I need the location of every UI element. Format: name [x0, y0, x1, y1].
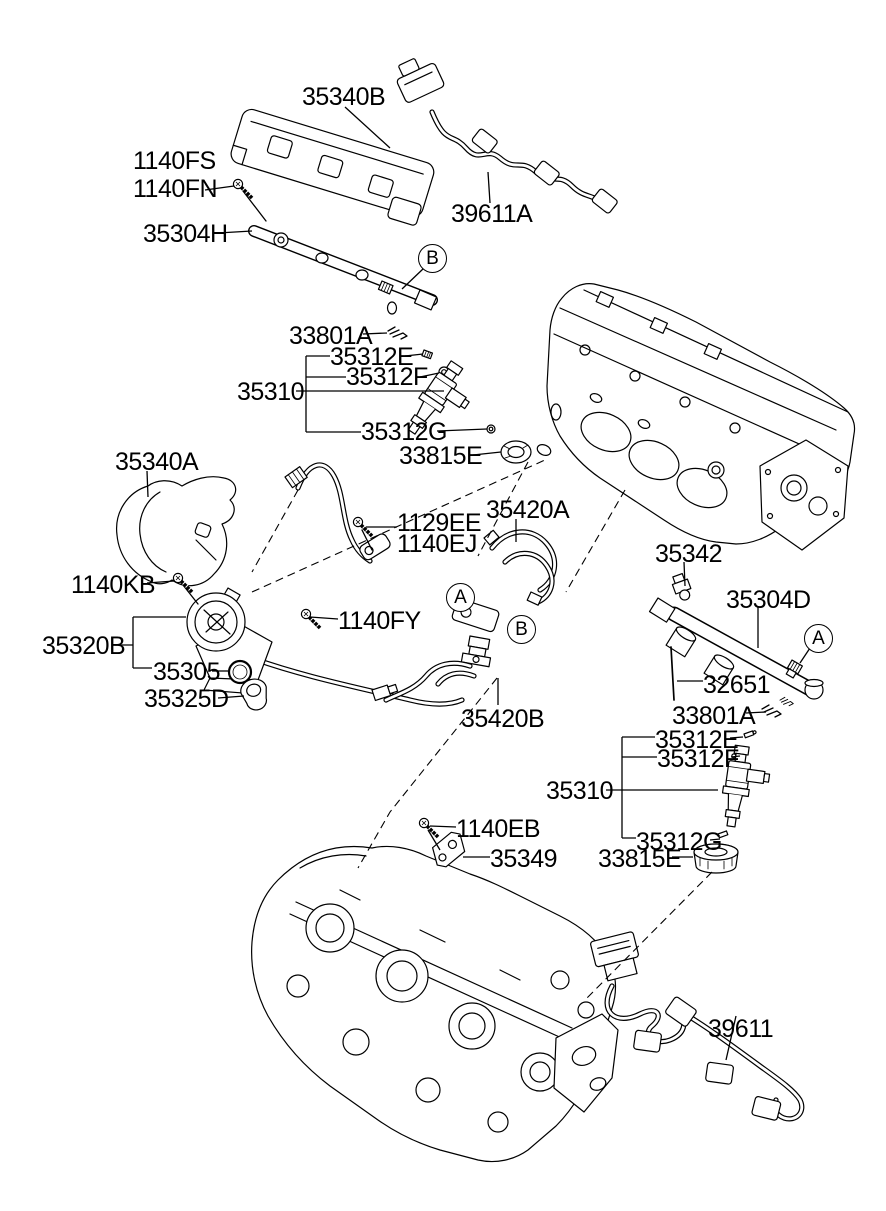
- lower-injector-cover-drawing: [116, 476, 237, 587]
- part-label-bolt-fn: 1140FN: [133, 175, 218, 203]
- part-label-bracket: 35349: [490, 845, 558, 873]
- part-label-pipe-a: 35420A: [486, 496, 570, 524]
- upper-injector-cover-drawing: [230, 108, 435, 226]
- engine-block-drawing: [251, 845, 619, 1163]
- part-label-bolt-kb: 1140KB: [71, 571, 156, 599]
- callout-b: B: [507, 615, 536, 644]
- callout-a: A: [446, 583, 475, 612]
- part-label-grommet-e-rh: 35312E: [655, 726, 739, 754]
- part-label-clip-rh: 33801A: [672, 702, 756, 730]
- part-label-grommet-g-lh: 35312G: [361, 418, 447, 446]
- part-label-rod: 32651: [703, 671, 771, 699]
- part-label-seal-rh: 33815E: [598, 845, 682, 873]
- clamp-35325d-drawing: [240, 678, 268, 711]
- part-label-grommet-f-lh: 35312F: [346, 363, 428, 391]
- bracket-35349-drawing: [431, 831, 466, 868]
- fuel-rail-rh-drawing: [648, 572, 824, 701]
- lower-harness-drawing: [590, 931, 805, 1122]
- part-label-oring: 35305: [153, 658, 221, 686]
- fuel-hose-assy-drawing: [371, 529, 558, 703]
- oring-35305-drawing: [227, 659, 253, 685]
- part-label-sensor: 35342: [655, 540, 723, 568]
- part-label-harness-lower: 39611: [708, 1015, 774, 1043]
- part-label-grommet-e-lh: 35312E: [330, 343, 414, 371]
- part-label-injector-lh: 35310: [237, 378, 305, 406]
- part-label-pump: 35320B: [42, 632, 126, 660]
- part-label-rail-rh: 35304D: [726, 586, 811, 614]
- leader-lines: [115, 106, 811, 1061]
- upper-harness-drawing: [396, 58, 618, 214]
- screw-1140fy: [299, 607, 322, 630]
- part-label-bolt-1129ee: 1129EE: [397, 509, 482, 537]
- part-label-bolt-1140ej: 1140EJ: [397, 530, 477, 558]
- dashed-assembly-lines: [251, 459, 713, 1001]
- pressure-sensor-drawing: [671, 572, 692, 601]
- part-label-bolt-eb: 1140EB: [456, 815, 541, 843]
- callout-a: A: [804, 624, 833, 653]
- part-label-clamp: 35325D: [144, 685, 229, 713]
- low-pressure-pipe-drawing: [284, 462, 391, 564]
- part-label-grommet-f-rh: 35312F: [657, 745, 739, 773]
- part-label-injector-rh: 35310: [546, 777, 614, 805]
- part-label-pipe-b: 35420B: [461, 705, 545, 733]
- part-label-cover-lower: 35340A: [115, 448, 199, 476]
- screw-1140eb: [417, 816, 440, 839]
- rod-32651-drawing: [670, 646, 675, 701]
- injector-rh-parts-drawing: [693, 696, 794, 874]
- part-label-clip-lh: 33801A: [289, 322, 373, 350]
- part-label-seal-lh: 33815E: [399, 442, 483, 470]
- part-label-rail-lh: 35304H: [143, 220, 228, 248]
- part-label-grommet-g-rh: 35312G: [636, 828, 722, 856]
- callout-b: B: [418, 244, 447, 273]
- part-label-bolt-fy: 1140FY: [338, 607, 421, 635]
- part-label-cover-upper: 35340B: [302, 83, 386, 111]
- cylinder-head-drawing: [536, 283, 856, 551]
- part-label-bolt-fs: 1140FS: [133, 147, 216, 175]
- part-label-harness-upper: 39611A: [451, 200, 533, 228]
- screw-1140fn: [231, 177, 254, 200]
